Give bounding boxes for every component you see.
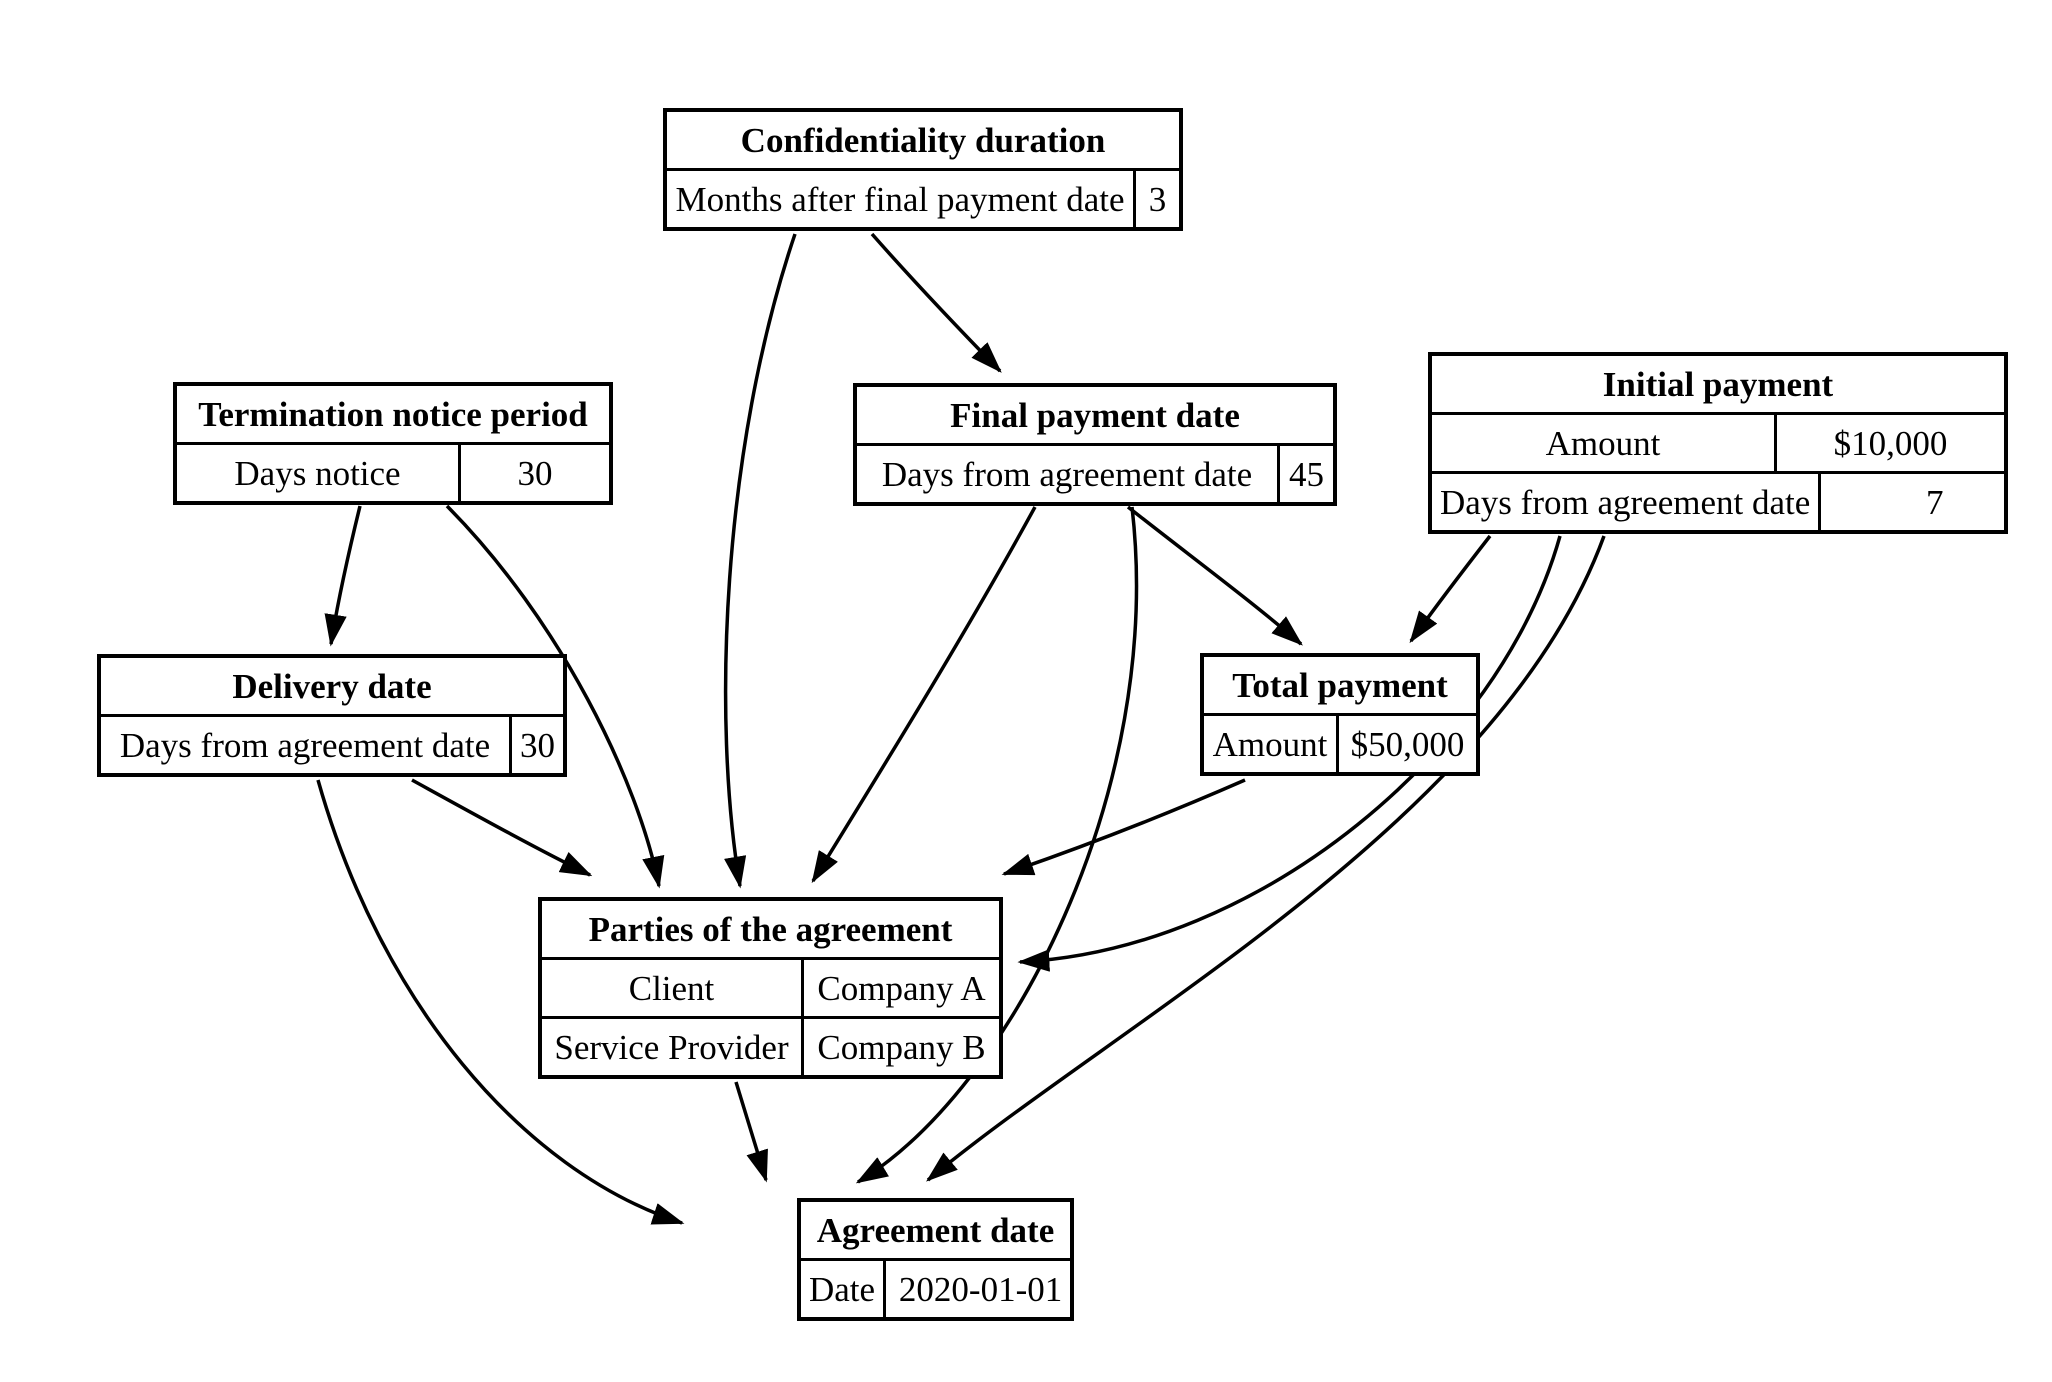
row-value: 30 xyxy=(509,717,563,773)
row-value: 7 xyxy=(1818,474,2048,530)
edge-initial_payment-to-agreement_date xyxy=(926,535,1606,1182)
table-row: Days from agreement date 45 xyxy=(857,443,1333,502)
edge-initial_payment-to-total_payment xyxy=(1409,534,1492,644)
node-title: Parties of the agreement xyxy=(588,909,953,949)
row-label: Date xyxy=(809,1269,876,1309)
row-label: Client xyxy=(628,968,715,1008)
edge-parties_of_the_agreement-to-agreement_date xyxy=(734,1081,768,1183)
edge-final_payment_date-to-total_payment xyxy=(1126,505,1303,646)
node-termination-notice-period: Termination notice period Days notice 30 xyxy=(173,382,613,505)
row-label: Days from agreement date xyxy=(119,725,491,765)
node-agreement-date: Agreement date Date 2020-01-01 xyxy=(797,1198,1074,1321)
edge-final_payment_date-to-agreement_date xyxy=(855,506,1139,1184)
row-value: 2020-01-01 xyxy=(883,1261,1075,1317)
row-label: Days from agreement date xyxy=(1440,482,1811,522)
table-row: Months after final payment date 3 xyxy=(667,168,1179,227)
row-label: Months after final payment date xyxy=(675,179,1125,219)
table-row: Days notice 30 xyxy=(177,442,609,501)
table-row: Days from agreement date 7 xyxy=(1432,471,2004,530)
node-total-payment: Total payment Amount $50,000 xyxy=(1200,653,1480,776)
row-value: $10,000 xyxy=(1774,415,2004,471)
edge-initial_payment-to-parties_of_the_agreement xyxy=(1017,535,1562,972)
row-label: Service Provider xyxy=(554,1027,789,1067)
row-value: 30 xyxy=(458,445,609,501)
edge-confidentiality_duration-to-final_payment_date xyxy=(870,232,1002,373)
table-row: Date 2020-01-01 xyxy=(801,1258,1070,1317)
node-confidentiality-duration: Confidentiality duration Months after fi… xyxy=(663,108,1183,231)
edge-total_payment-to-parties_of_the_agreement xyxy=(1001,778,1246,876)
node-title: Final payment date xyxy=(950,395,1240,435)
edge-delivery_date-to-agreement_date xyxy=(316,779,685,1225)
node-title: Delivery date xyxy=(232,666,432,706)
table-row: Client Company A xyxy=(542,957,999,1016)
table-row: Service Provider Company B xyxy=(542,1016,999,1075)
node-initial-payment: Initial payment Amount $10,000 Days from… xyxy=(1428,352,2008,534)
row-label: Days from agreement date xyxy=(881,454,1253,494)
row-value: Company B xyxy=(801,1019,999,1075)
row-value: $50,000 xyxy=(1336,716,1476,772)
row-label: Amount xyxy=(1545,423,1661,463)
edge-final_payment_date-to-parties_of_the_agreement xyxy=(811,506,1037,884)
row-value: 45 xyxy=(1277,446,1333,502)
node-parties-of-the-agreement: Parties of the agreement Client Company … xyxy=(538,897,1003,1079)
node-final-payment-date: Final payment date Days from agreement d… xyxy=(853,383,1337,506)
node-title: Initial payment xyxy=(1602,364,1834,404)
row-value: 3 xyxy=(1133,171,1179,227)
node-title: Total payment xyxy=(1232,665,1448,705)
edge-confidentiality_duration-to-parties_of_the_agreement xyxy=(723,233,797,889)
edge-termination_notice_period-to-delivery_date xyxy=(324,505,362,647)
row-label: Amount xyxy=(1212,724,1328,764)
node-title: Termination notice period xyxy=(198,394,588,434)
table-row: Amount $10,000 xyxy=(1432,412,2004,471)
edge-termination_notice_period-to-parties_of_the_agreement xyxy=(445,504,665,889)
node-delivery-date: Delivery date Days from agreement date 3… xyxy=(97,654,567,777)
edge-delivery_date-to-parties_of_the_agreement xyxy=(411,778,593,877)
row-value: Company A xyxy=(801,960,999,1016)
table-row: Amount $50,000 xyxy=(1204,713,1476,772)
node-title: Agreement date xyxy=(816,1210,1055,1250)
table-row: Days from agreement date 30 xyxy=(101,714,563,773)
row-label: Days notice xyxy=(234,453,401,493)
node-title: Confidentiality duration xyxy=(740,120,1106,160)
